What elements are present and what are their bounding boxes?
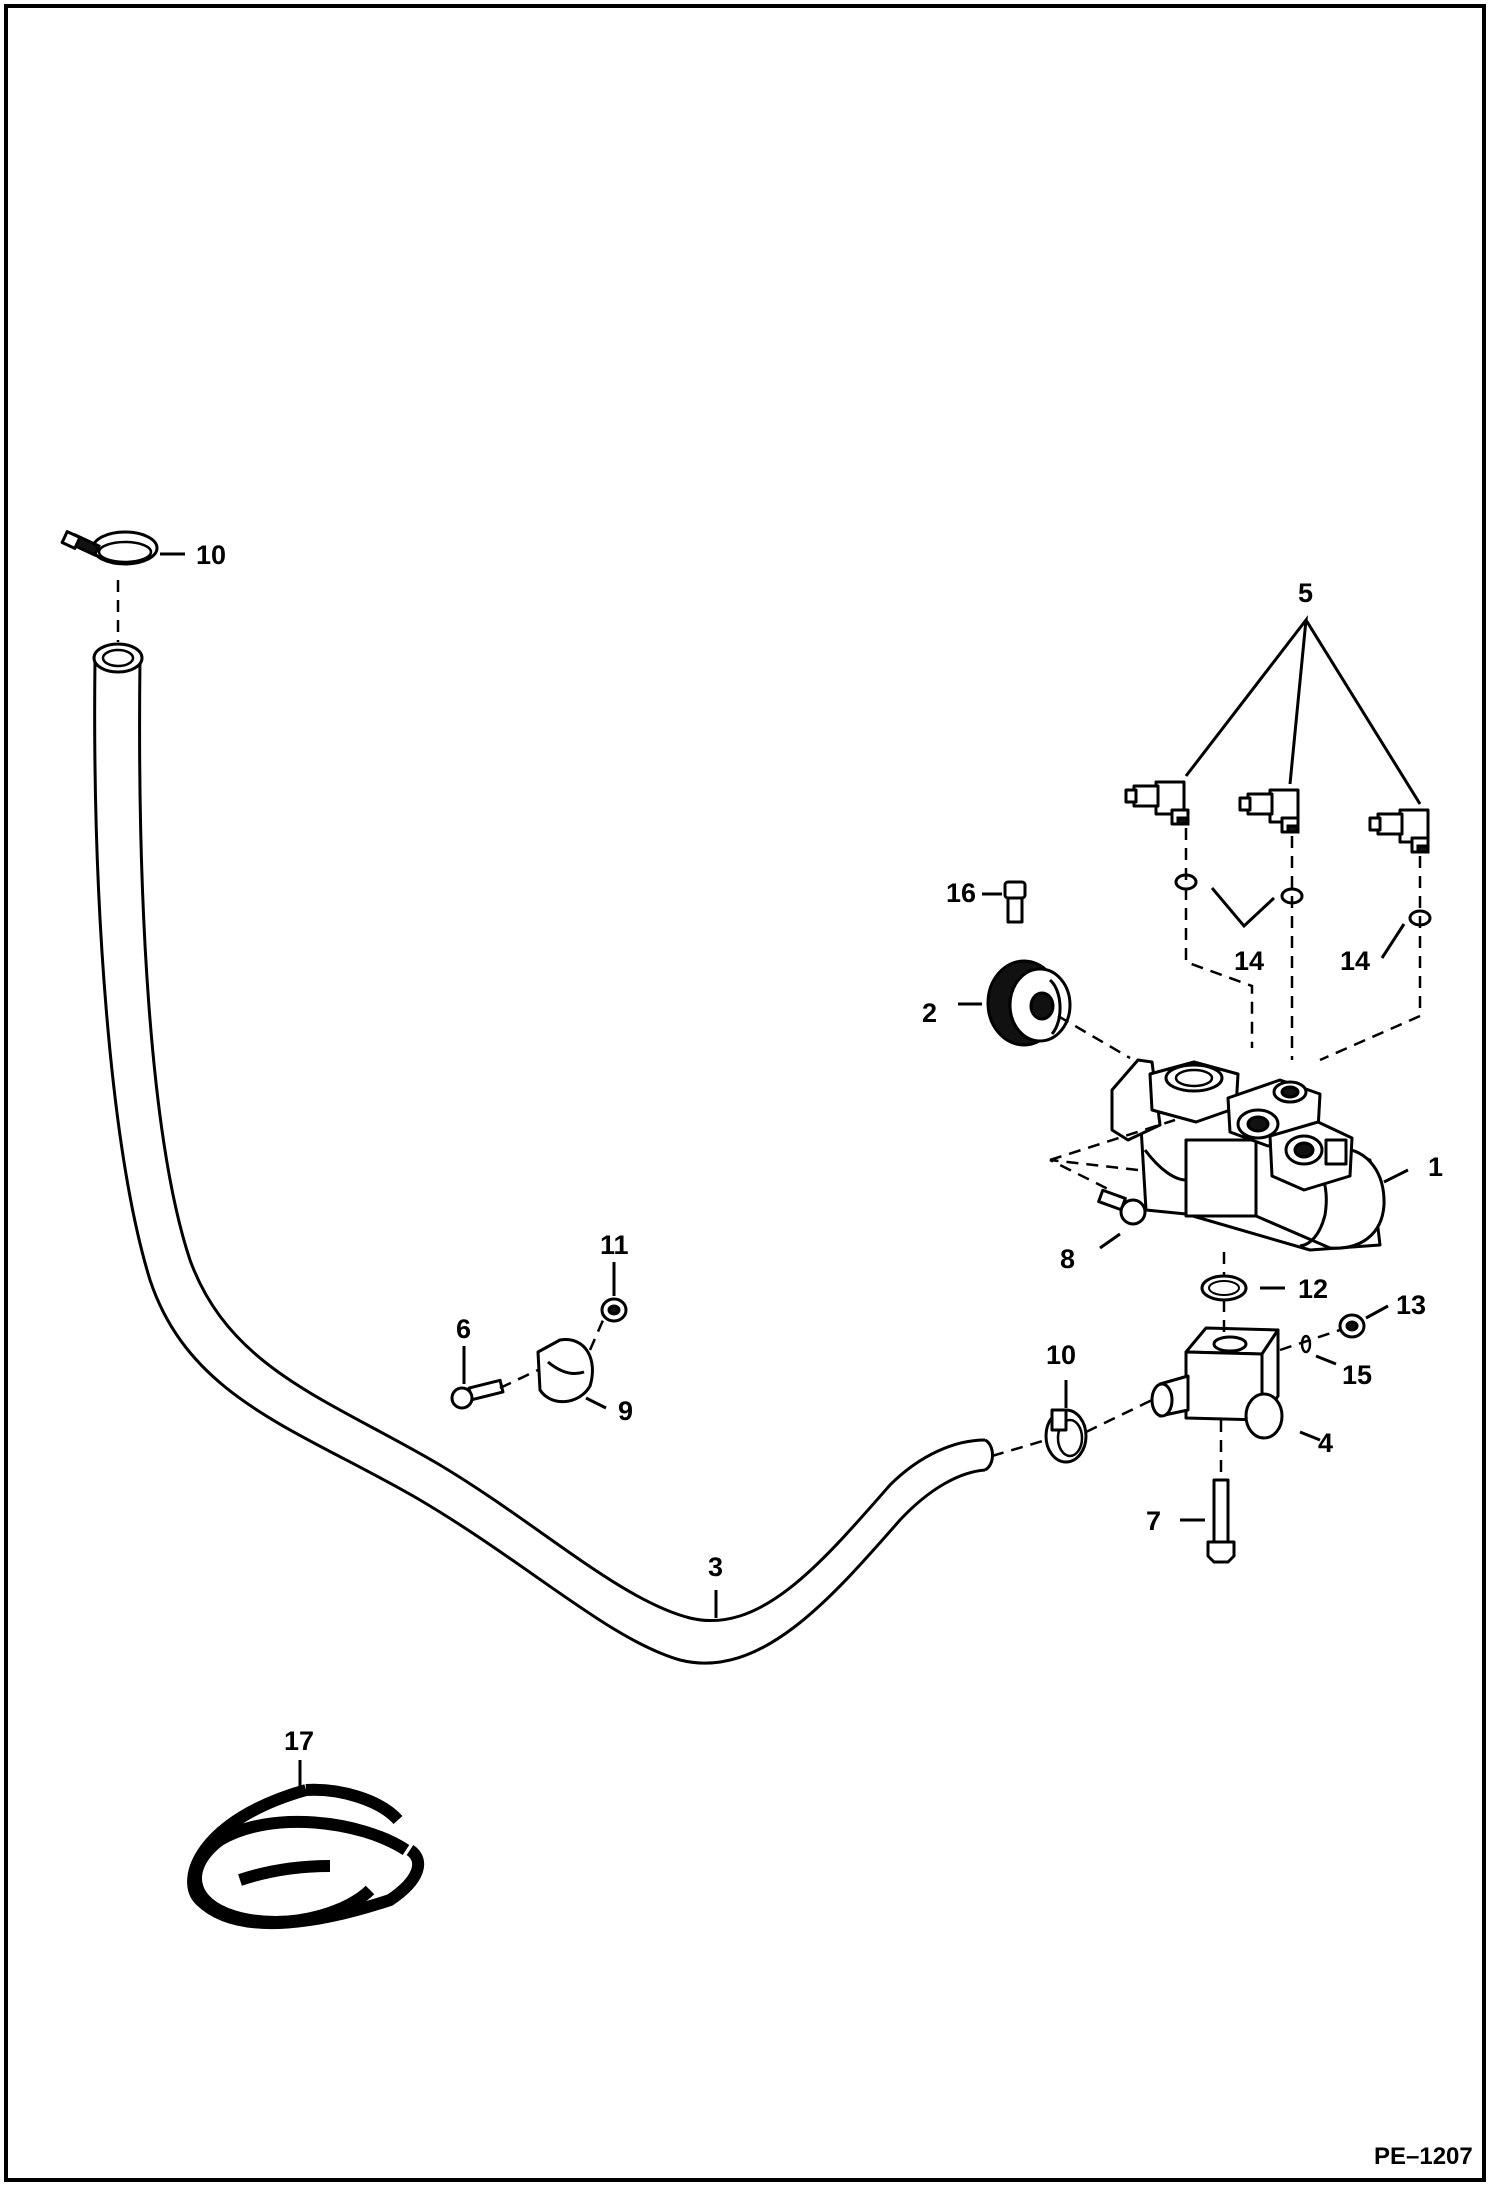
hose-clamp-top-part-10 (60, 530, 159, 566)
callout-4: 4 (1318, 1428, 1333, 1458)
elbow-fitting-part-5c (1368, 808, 1430, 854)
drive-gear-part-2 (986, 959, 1072, 1047)
cap-screw-part-16 (1003, 880, 1027, 924)
nut-part-11 (600, 1297, 628, 1323)
callout-1: 1 (1428, 1152, 1443, 1182)
callout-16: 16 (946, 878, 976, 908)
callout-15: 15 (1342, 1360, 1372, 1390)
callout-10-top: 10 (196, 540, 226, 570)
callout-14-right: 14 (1340, 946, 1370, 976)
callout-13: 13 (1396, 1290, 1426, 1320)
fitting-block-part-4 (1150, 1326, 1284, 1440)
bolt-part-6 (450, 1378, 505, 1410)
hose-part-3 (92, 642, 994, 1665)
capscrew-part-7 (1206, 1478, 1236, 1564)
bolt-part-8 (1097, 1188, 1147, 1226)
elbow-fitting-part-5a (1124, 780, 1190, 826)
callout-9: 9 (618, 1396, 633, 1426)
hydraulic-pump-part-1 (1110, 1058, 1386, 1252)
callout-7: 7 (1146, 1506, 1161, 1536)
o-ring-part-15 (1300, 1334, 1312, 1354)
callout-3: 3 (708, 1552, 723, 1582)
callout-14-left: 14 (1234, 946, 1264, 976)
mounting-clamp-part-9 (536, 1338, 594, 1404)
callout-8: 8 (1060, 1244, 1075, 1274)
callout-10-right: 10 (1046, 1340, 1076, 1370)
callout-17: 17 (284, 1726, 314, 1756)
callout-12: 12 (1298, 1274, 1328, 1304)
callout-5: 5 (1298, 578, 1313, 608)
callout-11: 11 (600, 1230, 629, 1260)
hose-clamp-right-part-10 (1044, 1408, 1088, 1464)
o-rings-part-14 (1174, 873, 1432, 927)
elbow-fitting-part-5b (1238, 788, 1300, 834)
o-ring-part-12 (1200, 1274, 1248, 1302)
coiled-tube-part-17 (187, 1783, 425, 1930)
figure-reference-code: PE–1207 (1374, 2143, 1473, 2170)
callout-2: 2 (922, 998, 937, 1028)
callout-6: 6 (456, 1314, 471, 1344)
plug-part-13 (1338, 1313, 1366, 1339)
